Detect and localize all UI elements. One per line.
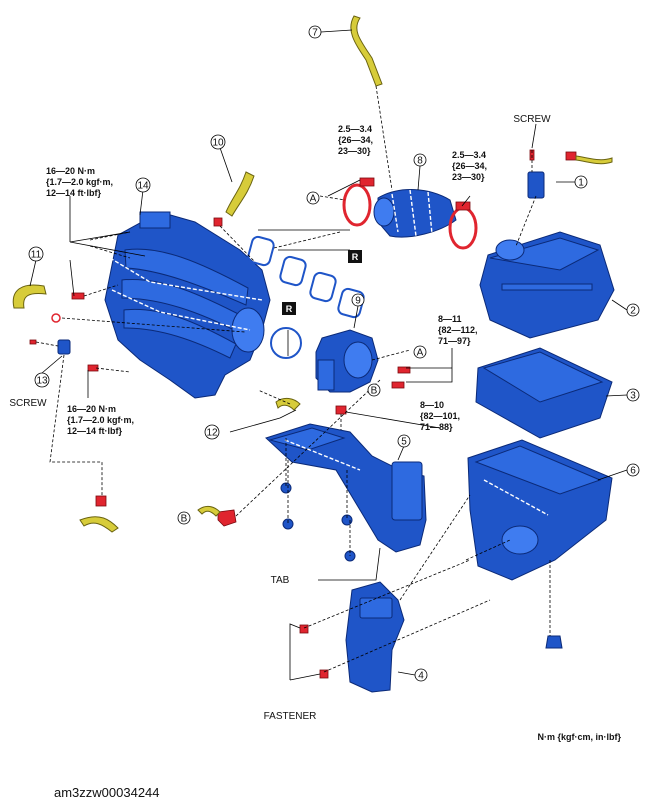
- resonator-duct: [265, 423, 427, 562]
- svg-text:16—20 N·m: 16—20 N·m: [67, 404, 116, 414]
- svg-text:6: 6: [630, 466, 636, 477]
- figure-code: am3zzw00034244: [54, 785, 160, 800]
- leader-lines: [29, 29, 628, 681]
- hose-11: [12, 284, 85, 323]
- svg-text:{26—34,: {26—34,: [452, 161, 487, 171]
- callout-13: 13: [34, 372, 50, 388]
- replace-mark-gaskets: R: [348, 250, 362, 263]
- svg-text:2.5—3.4: 2.5—3.4: [338, 124, 372, 134]
- hose-b-assembly: [197, 366, 411, 527]
- svg-text:B: B: [371, 386, 378, 397]
- callout-2: 2: [626, 303, 640, 317]
- svg-text:9: 9: [355, 296, 361, 307]
- svg-text:2: 2: [630, 306, 636, 317]
- callout-14: 14: [135, 177, 151, 193]
- torque-spec-5: 8—11 {82—112, 71—97}: [438, 314, 478, 346]
- callout-7: 7: [308, 25, 322, 39]
- ref-a-right: A: [413, 345, 427, 359]
- callout-3: 3: [626, 388, 640, 402]
- callout-4: 4: [414, 668, 428, 682]
- replace-mark-gasket-tb: R: [282, 302, 296, 315]
- svg-text:23—30}: 23—30}: [338, 146, 371, 156]
- svg-text:B: B: [181, 514, 188, 525]
- ref-b-right: B: [367, 383, 381, 397]
- callout-5: 5: [397, 434, 411, 448]
- torque-spec-2: 16—20 N·m {1.7—2.0 kgf·m, 12—14 ft·lbf}: [67, 404, 134, 436]
- svg-text:23—30}: 23—30}: [452, 172, 485, 182]
- ref-b-left: B: [177, 511, 191, 525]
- sensor: [527, 149, 613, 199]
- torque-spec-4: 2.5—3.4 {26—34, 23—30}: [452, 150, 487, 182]
- svg-text:7: 7: [312, 28, 318, 39]
- callout-6: 6: [626, 463, 640, 477]
- manifold-gaskets: [247, 235, 365, 359]
- svg-text:12—14 ft·lbf}: 12—14 ft·lbf}: [67, 426, 123, 436]
- svg-text:13: 13: [36, 376, 48, 387]
- air-cleaner-element: [475, 347, 613, 439]
- units-note: N·m {kgf·cm, in·lbf}: [537, 732, 621, 742]
- svg-text:71—88}: 71—88}: [420, 422, 453, 432]
- svg-text:3: 3: [630, 391, 636, 402]
- throttle-body: [315, 329, 379, 393]
- ref-a-left: A: [306, 191, 320, 205]
- svg-text:{1.7—2.0 kgf·m,: {1.7—2.0 kgf·m,: [67, 415, 134, 425]
- intake-manifold: [104, 211, 271, 399]
- breather-hose-7: [350, 15, 383, 87]
- svg-text:A: A: [417, 348, 424, 359]
- svg-text:5: 5: [401, 437, 407, 448]
- callout-10: 10: [210, 134, 226, 150]
- screw-label-top: SCREW: [513, 114, 551, 125]
- svg-text:1: 1: [578, 178, 584, 189]
- svg-text:A: A: [310, 194, 317, 205]
- torque-spec-1: 16—20 N·m {1.7—2.0 kgf·m, 12—14 ft·lbf}: [46, 166, 113, 198]
- screw-label-left: SCREW: [9, 398, 47, 409]
- tab-label: TAB: [271, 575, 290, 586]
- svg-text:R: R: [352, 252, 359, 262]
- svg-text:16—20 N·m: 16—20 N·m: [46, 166, 95, 176]
- callout-1: 1: [574, 175, 588, 189]
- torque-spec-6: 8—10 {82—101, 71—88}: [420, 400, 460, 432]
- fresh-air-duct: [299, 581, 405, 693]
- svg-text:{82—112,: {82—112,: [438, 325, 478, 335]
- svg-text:11: 11: [31, 250, 42, 261]
- svg-text:8—11: 8—11: [438, 314, 462, 324]
- callout-9: 9: [351, 293, 365, 307]
- svg-text:2.5—3.4: 2.5—3.4: [452, 150, 486, 160]
- svg-text:4: 4: [418, 671, 424, 682]
- svg-text:{26—34,: {26—34,: [338, 135, 373, 145]
- svg-text:12: 12: [206, 428, 218, 439]
- hose-clamps: [342, 177, 478, 250]
- svg-text:10: 10: [212, 138, 224, 149]
- svg-text:8—10: 8—10: [420, 400, 444, 410]
- air-cleaner-case: [467, 439, 613, 649]
- svg-text:{1.7—2.0 kgf·m,: {1.7—2.0 kgf·m,: [46, 177, 113, 187]
- callout-12: 12: [204, 424, 220, 440]
- vacuum-hose-13: [29, 339, 119, 533]
- callout-11: 11: [28, 246, 44, 262]
- callout-8: 8: [413, 153, 427, 167]
- svg-text:12—14 ft·lbf}: 12—14 ft·lbf}: [46, 188, 102, 198]
- air-hose: [373, 189, 457, 238]
- svg-text:8: 8: [417, 156, 423, 167]
- air-cleaner-cover: [479, 231, 615, 339]
- svg-text:14: 14: [137, 181, 149, 192]
- torque-spec-3: 2.5—3.4 {26—34, 23—30}: [338, 124, 373, 156]
- svg-text:R: R: [286, 304, 293, 314]
- svg-text:71—97}: 71—97}: [438, 336, 471, 346]
- fastener-label: FASTENER: [264, 711, 317, 722]
- hose-10: [213, 171, 255, 227]
- svg-text:{82—101,: {82—101,: [420, 411, 460, 421]
- hose-12: [275, 397, 301, 411]
